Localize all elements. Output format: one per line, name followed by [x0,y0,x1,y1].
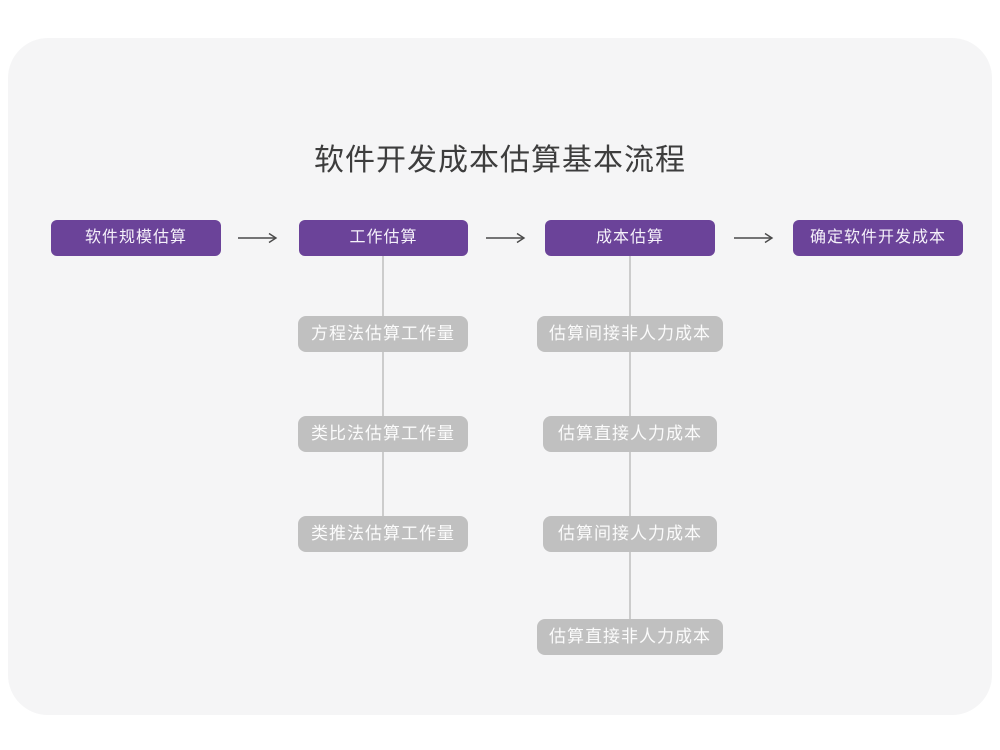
sub-node-direct-labor-cost: 估算直接人力成本 [543,416,717,452]
flow-node-cost-estimation: 成本估算 [545,220,715,256]
arrow-right-icon [486,232,526,244]
flow-node-work-estimation: 工作估算 [299,220,468,256]
flow-node-software-scale-estimation: 软件规模估算 [51,220,221,256]
arrow-right-icon [734,232,774,244]
sub-node-extrapolation-method: 类推法估算工作量 [298,516,468,552]
diagram-title: 软件开发成本估算基本流程 [314,144,686,177]
sub-node-analogy-method: 类比法估算工作量 [298,416,468,452]
sub-node-indirect-labor-cost: 估算间接人力成本 [543,516,717,552]
sub-node-direct-non-labor-cost: 估算直接非人力成本 [537,619,723,655]
connector-line-work-estimation [382,256,384,516]
sub-node-indirect-non-labor-cost: 估算间接非人力成本 [537,316,723,352]
sub-node-equation-method: 方程法估算工作量 [298,316,468,352]
flowchart-card: 软件开发成本估算基本流程 软件规模估算 工作估算 成本估算 确定软件开发成本 方… [8,38,992,715]
arrow-right-icon [238,232,278,244]
flow-node-determine-development-cost: 确定软件开发成本 [793,220,963,256]
